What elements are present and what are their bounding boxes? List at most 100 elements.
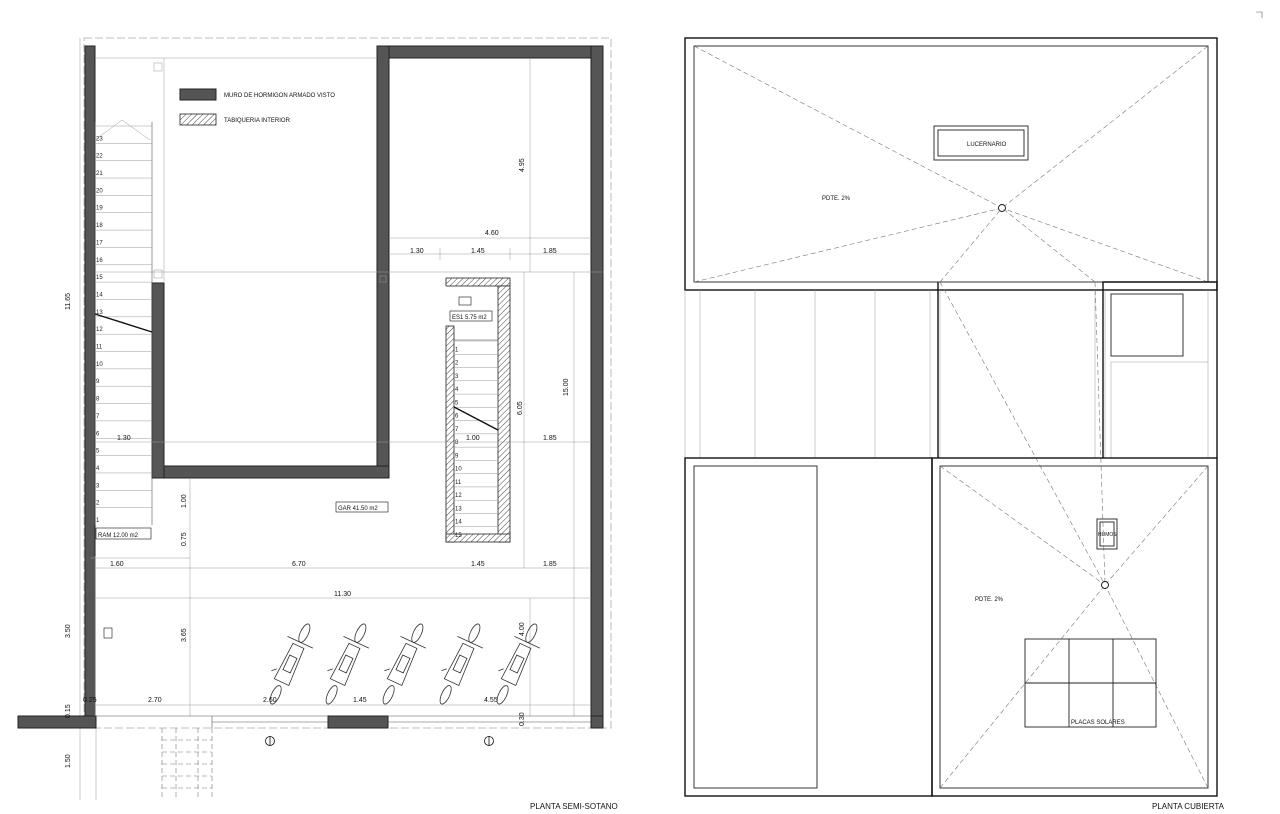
- motorcycle-icon: [382, 623, 427, 705]
- wall-stair-side: [151, 282, 165, 479]
- slope-label-top: PDTE. 2%: [822, 196, 851, 202]
- stair-left: [94, 119, 153, 525]
- stair-left-step-number: 3: [96, 483, 100, 489]
- dim-2-60: 2.60: [263, 697, 277, 704]
- wall-bottom-left: [17, 715, 97, 729]
- roof-box-a: [1110, 293, 1184, 357]
- dim-1-00-v: 1.00: [181, 494, 188, 508]
- legend-partition-swatch: [179, 113, 217, 126]
- stair-left-step-number: 6: [96, 431, 100, 437]
- legend-concrete-label: MURO DE HORMIGON ARMADO VISTO: [224, 93, 335, 99]
- room-tag-garage: [335, 501, 389, 513]
- dim-1-85-mid: 1.85: [543, 435, 557, 442]
- stair-left-step-number: 14: [96, 292, 103, 298]
- dim-1-30-mid: 1.30: [117, 435, 131, 442]
- stair-right-step-number: 9: [455, 453, 459, 459]
- dim-1-45-low: 1.45: [471, 561, 485, 568]
- solar-panels: [1024, 638, 1157, 728]
- dim-6-05: 6.05: [517, 401, 524, 415]
- stair-left-step-number: 4: [96, 466, 100, 472]
- smoke-vent-label: HUMOS: [1098, 532, 1117, 538]
- dim-1-00-mid: 1.00: [466, 435, 480, 442]
- dim-3-50: 3.50: [65, 624, 72, 638]
- roof-outer-bottom-right: [931, 457, 1218, 797]
- dim-0-30: 0.30: [519, 712, 526, 726]
- stair-right-step-number: 11: [455, 480, 462, 486]
- wall-top-right: [376, 45, 604, 59]
- roof-plan: LUCERNARIO PDTE. 2% PD: [684, 11, 1263, 811]
- dim-2-70: 2.70: [148, 697, 162, 704]
- dim-1-45-top: 1.45: [471, 248, 485, 255]
- stair-left-step-number: 22: [96, 154, 103, 160]
- stair-left-step-number: 16: [96, 258, 103, 264]
- stair-right-step-number: 6: [455, 414, 459, 420]
- stair-left-cut-line: [94, 313, 153, 333]
- dim-4-00: 4.00: [519, 622, 526, 636]
- stair-left-step-number: 17: [96, 240, 103, 246]
- motorcycle-icon: [269, 623, 314, 705]
- stair-left-step-number: 13: [96, 310, 103, 316]
- legend-concrete-swatch: [179, 88, 217, 101]
- stair-left-step-number: 7: [96, 414, 100, 420]
- stair-right-step-number: 3: [455, 374, 459, 380]
- solar-panels-label: PLACAS SOLARES: [1071, 720, 1125, 726]
- room-tag-es1: [449, 310, 493, 322]
- stair-left-step-number: 11: [96, 345, 103, 351]
- dim-11-65: 11.65: [65, 293, 72, 310]
- section-marker-b: [484, 736, 494, 746]
- stair-left-step-number: 9: [96, 379, 100, 385]
- stair-left-step-number: 23: [96, 136, 103, 142]
- dim-15-00: 15.00: [563, 378, 570, 396]
- skylight-outer: [933, 125, 1029, 161]
- stair-right-step-number: 12: [455, 493, 462, 499]
- room-tag-ramp: [95, 527, 152, 540]
- stair-left-step-number: 10: [96, 362, 103, 368]
- stair-left-step-number: 2: [96, 501, 100, 507]
- stair-left-step-number: 15: [96, 275, 103, 281]
- semi-basement-plan: MURO DE HORMIGON ARMADO VISTO TABIQUERIA…: [17, 37, 618, 811]
- dim-4-55: 4.55: [484, 697, 498, 704]
- skylight-label: LUCERNARIO: [967, 142, 1007, 148]
- dim-0-15: 0.15: [65, 704, 72, 718]
- dimension-lines: [90, 58, 591, 716]
- dim-1-85-top: 1.85: [543, 248, 557, 255]
- stair-right-step-number: 7: [455, 427, 459, 433]
- stair-left-step-number: 8: [96, 397, 100, 403]
- room-label-garage: GAR 41.50 m2: [338, 506, 378, 512]
- stair-right-step-number: 14: [455, 520, 462, 526]
- smoke-vent-outer: [1096, 518, 1118, 550]
- legend-partition-label: TABIQUERIA INTERIOR: [224, 118, 291, 124]
- stair-right-step-number: 15: [455, 533, 462, 539]
- motorcycle-icon: [325, 623, 370, 705]
- dim-1-85-low: 1.85: [543, 561, 557, 568]
- stair-left-step-number: 5: [96, 449, 100, 455]
- stair-right-step-number: 2: [455, 361, 459, 367]
- dim-4-95: 4.95: [519, 158, 526, 172]
- meter-box-icon: [103, 627, 113, 639]
- stair-right: [445, 277, 511, 543]
- dim-1-60: 1.60: [110, 561, 124, 568]
- section-marker-a: [265, 736, 275, 746]
- roof-outer-bottom-left: [684, 457, 933, 797]
- dim-6-70: 6.70: [292, 561, 306, 568]
- roof-inner-top: [693, 45, 1209, 283]
- motorcycle-icon: [439, 623, 484, 705]
- title-roof: PLANTA CUBIERTA: [1152, 802, 1225, 811]
- slope-label-bottom: PDTE. 2%: [975, 597, 1004, 603]
- stair-left-step-number: 19: [96, 206, 103, 212]
- dim-4-60: 4.60: [485, 230, 499, 237]
- wall-left: [84, 45, 96, 717]
- drain-bottom-icon: [1101, 581, 1109, 589]
- stair-right-step-number: 4: [455, 387, 459, 393]
- motorcycle-icon: [496, 623, 541, 705]
- title-semi-basement: PLANTA SEMI-SOTANO: [530, 802, 618, 811]
- wall-inner-horizontal: [151, 465, 390, 479]
- stair-right-cut-line: [453, 406, 499, 431]
- stair-left-step-number: 20: [96, 188, 103, 194]
- dim-11-30: 11.30: [334, 591, 351, 598]
- fire-equipment-icon: [458, 296, 472, 306]
- roof-inner-bottom-right: [939, 465, 1209, 789]
- dim-1-50: 1.50: [65, 754, 72, 768]
